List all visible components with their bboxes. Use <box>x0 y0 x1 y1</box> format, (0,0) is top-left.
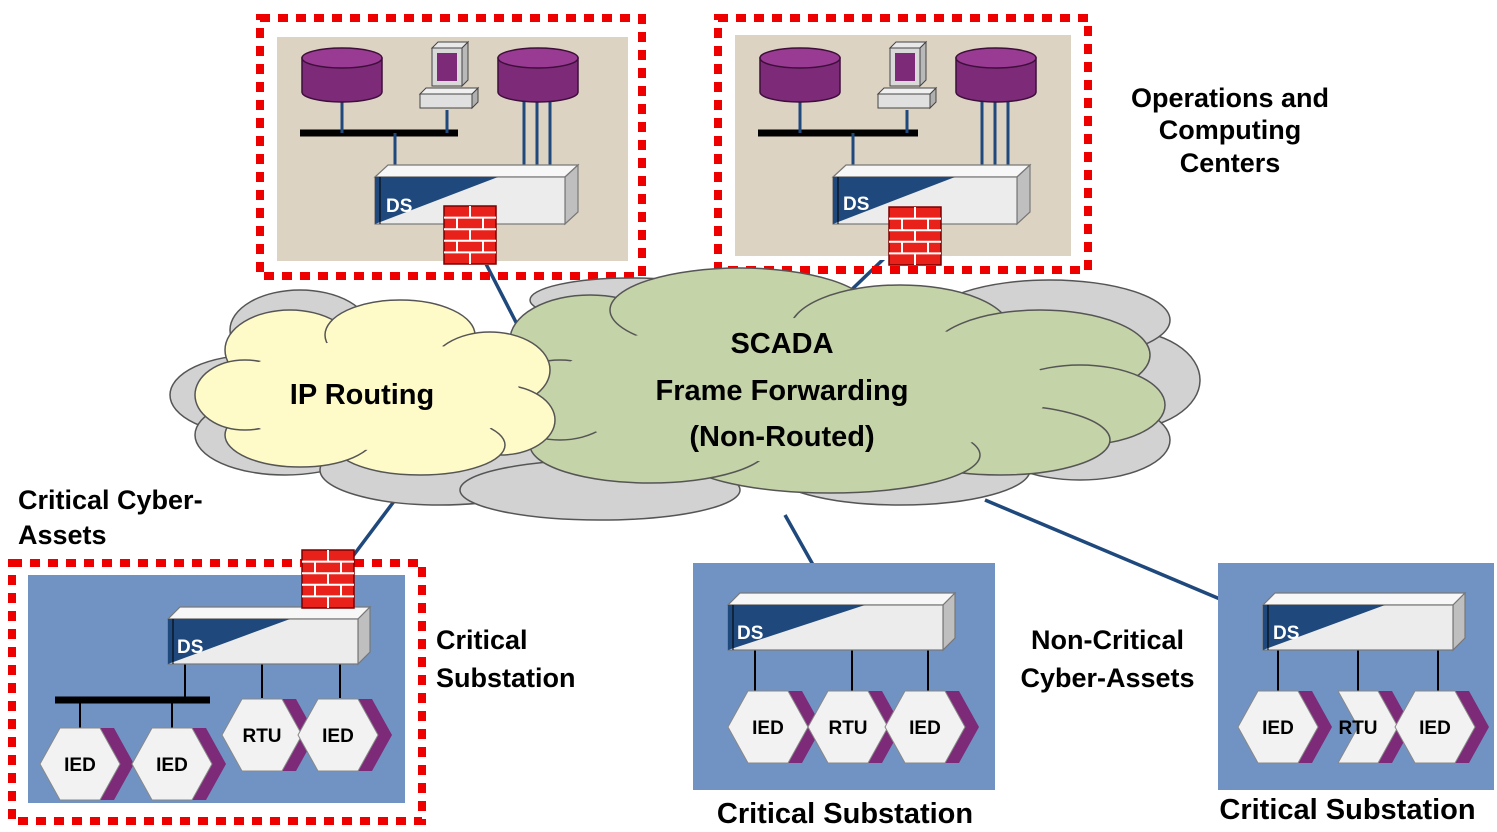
control-center-1: DS <box>256 14 646 280</box>
ds-switch: DS <box>726 591 957 652</box>
database-icon <box>497 47 579 103</box>
firewall-icon <box>888 206 942 266</box>
ds-label: DS <box>386 196 412 217</box>
critical-substation-middle: DS IED RTU IED <box>693 563 995 790</box>
critical-substation-border <box>8 559 426 825</box>
ip-routing-label: IP Routing <box>289 379 435 411</box>
ied-label: IED <box>322 726 354 747</box>
ied-device: IED <box>727 690 822 764</box>
rtu-label: RTU <box>1338 718 1377 739</box>
critical-substation-side-label: Critical Substation <box>436 625 576 693</box>
ied-device: IED <box>1394 690 1489 764</box>
firewall-icon <box>301 549 355 609</box>
ds-label: DS <box>1273 623 1299 644</box>
computer-icon <box>418 40 480 110</box>
scada-label-line2: Frame Forwarding <box>655 375 909 407</box>
rtu-device: RTU <box>807 690 902 764</box>
scada-cloud <box>499 267 1166 494</box>
scada-label-line1: SCADA <box>730 328 834 360</box>
database-icon <box>759 47 841 103</box>
critical-substation-right-label: Critical Substation <box>1219 794 1476 826</box>
link-cc1-cloud <box>483 261 522 331</box>
database-icon <box>955 47 1037 103</box>
rtu-label: RTU <box>242 726 281 747</box>
ds-switch: DS <box>373 163 580 226</box>
non-critical-cyber-assets-label: Non-Critical Cyber-Assets <box>1020 625 1195 693</box>
ied-label: IED <box>1419 718 1451 739</box>
control-center-2: DS <box>714 14 1092 274</box>
ied-device: IED <box>297 698 392 772</box>
computer-icon <box>876 40 938 110</box>
link-cloud-sub1 <box>348 498 397 562</box>
rtu-device: RTU <box>1337 690 1412 764</box>
control-center-2-border <box>714 14 1092 274</box>
control-center-1-border <box>256 14 646 280</box>
critical-substation-mid-label: Critical Substation <box>716 798 974 830</box>
scada-label-line3: (Non-Routed) <box>689 421 875 453</box>
ds-switch: DS <box>166 605 372 666</box>
ds-label: DS <box>177 637 203 658</box>
ip-routing-cloud <box>194 299 556 476</box>
ds-switch: DS <box>1261 591 1467 652</box>
database-icon <box>301 47 383 103</box>
rtu-label: RTU <box>828 718 867 739</box>
ds-label: DS <box>737 623 763 644</box>
ied-device: IED <box>1237 690 1332 764</box>
ds-label: DS <box>843 194 869 215</box>
ied-label: IED <box>909 718 941 739</box>
ied-device: IED <box>39 727 134 801</box>
ied-label: IED <box>752 718 784 739</box>
ied-device: IED <box>884 690 979 764</box>
firewall-icon <box>443 205 497 265</box>
ied-label: IED <box>64 755 96 776</box>
ied-device: IED <box>131 727 226 801</box>
critical-cyber-assets-label: Critical Cyber-Assets <box>18 485 203 551</box>
ops-centers-label: Operations and Computing Centers <box>1130 83 1330 178</box>
ied-label: IED <box>156 755 188 776</box>
rtu-device: RTU <box>221 698 316 772</box>
critical-substation-left: DS IED IED RTU IED <box>8 549 426 825</box>
ied-label: IED <box>1262 718 1294 739</box>
critical-substation-right: DS IED RTU IED <box>1218 563 1494 790</box>
